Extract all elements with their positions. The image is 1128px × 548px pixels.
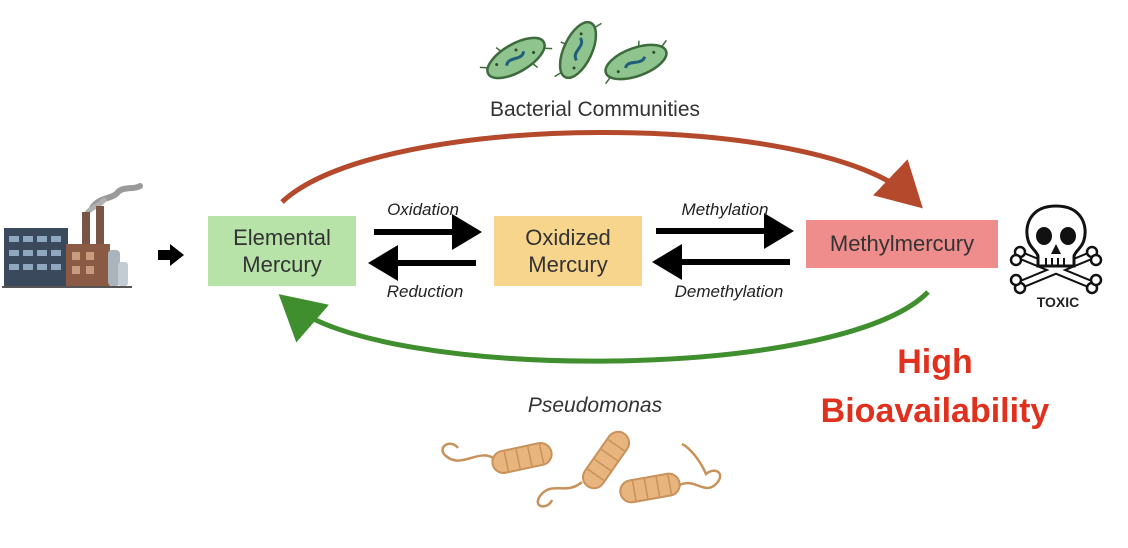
- input-arrow: [158, 244, 184, 266]
- top-arc-arrow: [280, 130, 923, 209]
- factory-icon: [2, 183, 143, 288]
- methylmercury-label: Methylmercury: [829, 231, 975, 257]
- oxidized-mercury-box: Oxidized Mercury: [494, 216, 642, 286]
- demethylation-label: Demethylation: [674, 282, 784, 301]
- elemental-mercury-line1: Elemental: [233, 224, 331, 250]
- reduction-label: Reduction: [386, 282, 464, 301]
- oxidation-label: Oxidation: [387, 200, 459, 219]
- skull-crossbones-icon: [1009, 204, 1103, 295]
- methylmercury-box: Methylmercury: [806, 220, 998, 268]
- bacteria-icon: [479, 20, 668, 85]
- bacterial-communities-label: Bacterial Communities: [489, 98, 701, 121]
- pseudomonas-label: Pseudomonas: [527, 394, 663, 417]
- high-line: High: [897, 343, 973, 381]
- toxic-label: TOXIC: [1036, 294, 1080, 310]
- bottom-arc-arrow: [278, 290, 930, 364]
- elemental-mercury-box: Elemental Mercury: [208, 216, 356, 286]
- high-bioavailability-text: High Bioavailability: [790, 338, 1080, 437]
- elemental-mercury-line2: Mercury: [242, 252, 322, 277]
- oxidized-mercury-line1: Oxidized: [525, 224, 611, 250]
- bioavailability-line: Bioavailability: [820, 392, 1050, 431]
- oxidized-mercury-line2: Mercury: [528, 252, 608, 277]
- methylation-label: Methylation: [681, 200, 769, 219]
- pseudomonas-icon: [441, 430, 722, 508]
